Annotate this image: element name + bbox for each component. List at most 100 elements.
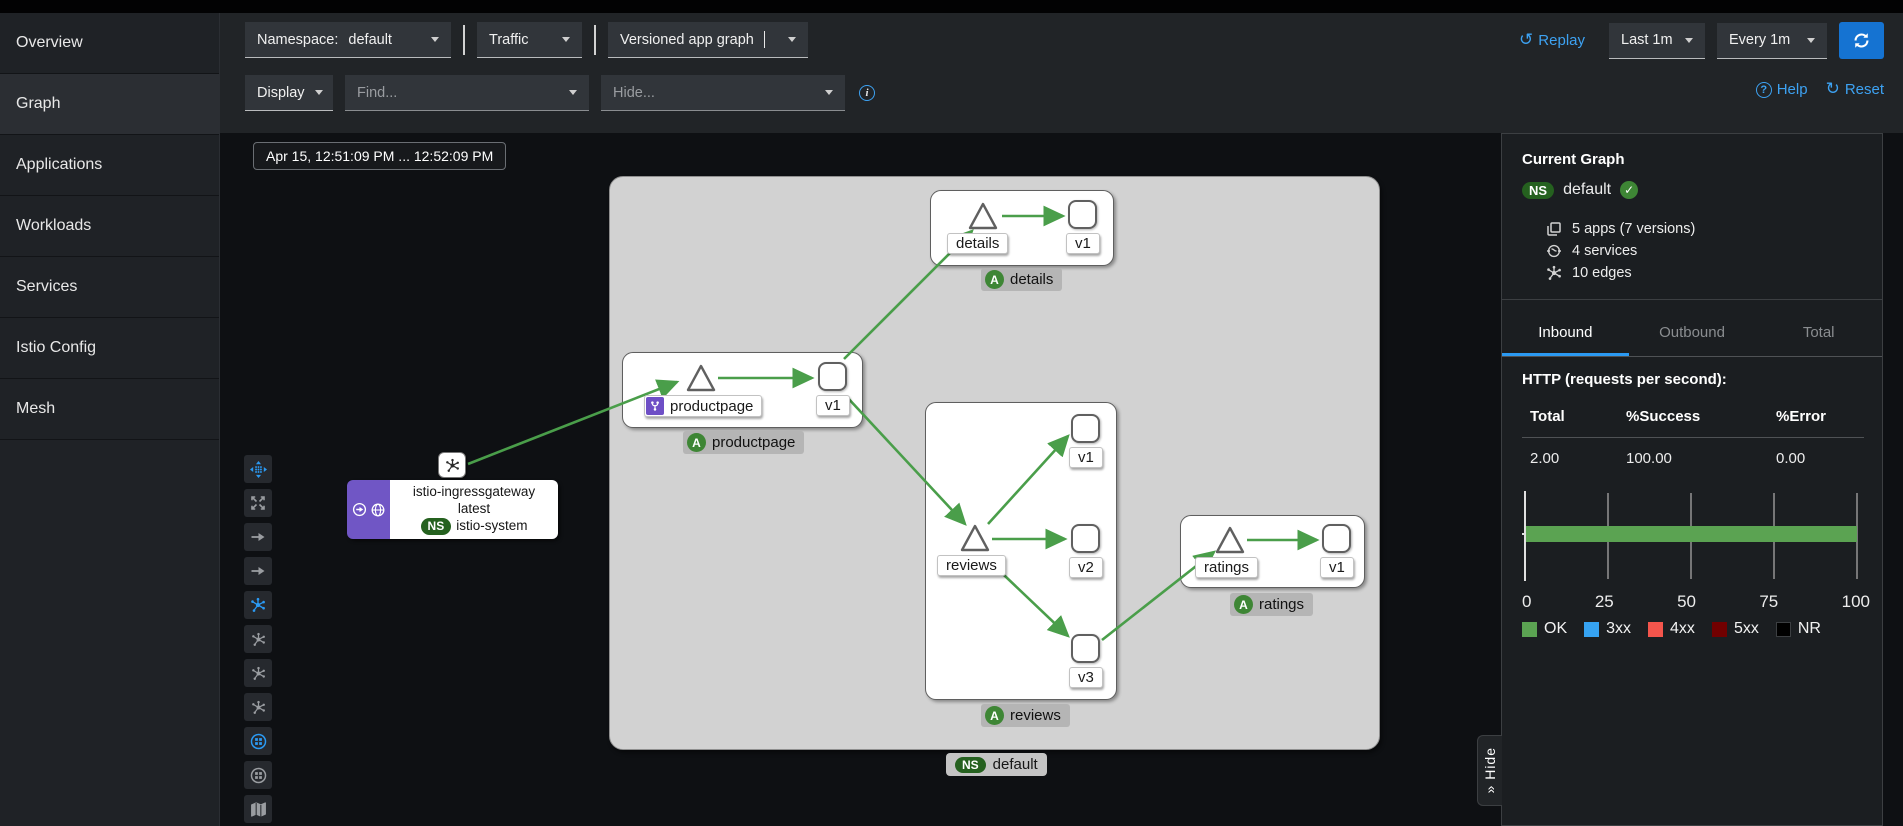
traffic-select[interactable]: Traffic: [477, 22, 582, 58]
arrow-right-icon: [251, 567, 265, 575]
service-label-details[interactable]: details: [947, 233, 1009, 254]
edges-icon: [1547, 265, 1561, 280]
x-tick: 0: [1522, 592, 1532, 611]
service-node-reviews[interactable]: [958, 522, 992, 554]
version-label-reviews-v1[interactable]: v1: [1069, 447, 1103, 468]
version-label-reviews-v3[interactable]: v3: [1069, 667, 1103, 688]
version-label-ratings-v1[interactable]: v1: [1320, 557, 1354, 578]
app-badge-label: productpage: [712, 434, 796, 451]
legend-swatch: [1522, 621, 1537, 637]
graph-stats: 5 apps (7 versions) 4 services: [1546, 221, 1862, 281]
app-badge-details[interactable]: A details: [981, 268, 1063, 291]
sync-icon: [1854, 33, 1869, 48]
duration-select[interactable]: Last 1m: [1609, 22, 1705, 59]
graph-hub-icon: [251, 632, 265, 646]
graph-type-select-value: Versioned app graph: [620, 31, 754, 48]
app-badge-label: ratings: [1259, 596, 1305, 613]
namespace-select[interactable]: Namespace: default: [245, 22, 451, 58]
panel-namespace-name: default: [1563, 181, 1612, 198]
chevron-down-icon: [1807, 37, 1815, 43]
x-tick: 25: [1594, 592, 1614, 611]
tab-outbound[interactable]: Outbound: [1659, 324, 1725, 341]
chevron-down-icon: [314, 90, 323, 95]
service-node-productpage[interactable]: [684, 362, 718, 394]
istio-ingressgateway-node[interactable]: istio-ingressgateway latest NS istio-sys…: [347, 480, 558, 539]
edge-arrow-button-2[interactable]: [244, 557, 272, 585]
layout-button-3[interactable]: [244, 659, 272, 687]
app-badge-label: details: [1010, 271, 1054, 288]
map-icon: [250, 801, 266, 817]
service-node-details[interactable]: [966, 200, 1000, 232]
service-label-ratings[interactable]: ratings: [1195, 557, 1259, 578]
toolbar-row-2-right: ? Help ↻ Reset: [1755, 81, 1884, 99]
check-circle-icon: ✓: [1620, 181, 1639, 199]
help-label: Help: [1776, 81, 1808, 98]
display-select[interactable]: Display: [245, 75, 333, 111]
layout-button-1[interactable]: [244, 591, 272, 619]
pan-mode-button[interactable]: [244, 455, 272, 483]
gateway-hub-node[interactable]: [438, 452, 466, 478]
graph-type-select[interactable]: Versioned app graph: [608, 22, 808, 58]
legend-item-ok: OK: [1522, 620, 1567, 638]
sidebar-item-services[interactable]: Services: [0, 257, 219, 318]
workload-node-ratings-v1[interactable]: [1322, 524, 1351, 553]
app-badge-ratings[interactable]: A ratings: [1230, 593, 1314, 616]
column-header: %Error: [1776, 408, 1827, 425]
help-link[interactable]: ? Help: [1755, 81, 1808, 98]
service-node-ratings[interactable]: [1213, 524, 1247, 556]
sidebar-item-workloads[interactable]: Workloads: [0, 196, 219, 257]
layout-button-4[interactable]: [244, 693, 272, 721]
service-label-productpage[interactable]: productpage: [644, 395, 763, 417]
namespace-layout-button-1[interactable]: [244, 727, 272, 755]
app-badge-reviews[interactable]: A reviews: [981, 704, 1070, 727]
refresh-interval-select[interactable]: Every 1m: [1717, 22, 1827, 59]
edge-arrow-button-1[interactable]: [244, 523, 272, 551]
traffic-select-label: Traffic: [489, 31, 529, 48]
gateway-name: istio-ingressgateway: [412, 484, 536, 500]
version-label-productpage-v1[interactable]: v1: [816, 395, 850, 416]
replay-link[interactable]: ↺ Replay: [1519, 32, 1585, 50]
graph-hub-icon: [445, 458, 459, 472]
service-icon: [1547, 244, 1561, 258]
version-label-details-v1[interactable]: v1: [1066, 233, 1100, 254]
app-badge-productpage[interactable]: A productpage: [683, 431, 805, 454]
sidebar-item-overview[interactable]: Overview: [0, 13, 219, 74]
chevron-down-icon: [562, 37, 570, 42]
workload-node-details-v1[interactable]: [1068, 200, 1097, 229]
service-label-text: productpage: [670, 397, 754, 415]
info-icon[interactable]: i: [859, 85, 875, 101]
zoom-to-fit-button[interactable]: [244, 489, 272, 517]
minimap-button[interactable]: [244, 795, 272, 823]
namespace-layout-button-2[interactable]: [244, 761, 272, 789]
reset-link[interactable]: ↻ Reset: [1826, 81, 1884, 99]
namespace-box-label[interactable]: NS default: [946, 753, 1047, 776]
panel-namespace-row: NS default ✓: [1522, 181, 1862, 199]
workload-node-reviews-v2[interactable]: [1071, 524, 1100, 553]
workload-node-reviews-v1[interactable]: [1071, 414, 1100, 443]
circled-grid-icon: [250, 767, 266, 783]
layout-button-2[interactable]: [244, 625, 272, 653]
refresh-button[interactable]: [1839, 22, 1884, 59]
replay-label: Replay: [1538, 32, 1585, 49]
service-label-reviews[interactable]: reviews: [937, 555, 1006, 576]
sidebar-item-applications[interactable]: Applications: [0, 135, 219, 196]
tab-total[interactable]: Total: [1802, 324, 1835, 341]
workload-node-reviews-v3[interactable]: [1071, 634, 1100, 663]
graph-control-rail: [244, 455, 272, 823]
namespace-box-name: default: [992, 756, 1038, 773]
legend-label: OK: [1544, 620, 1568, 637]
sidebar-item-mesh[interactable]: Mesh: [0, 379, 219, 440]
gateway-badge-strip: [347, 480, 390, 539]
find-input[interactable]: [357, 84, 527, 101]
tab-inbound[interactable]: Inbound: [1502, 314, 1629, 356]
graph-hub-icon: [251, 597, 265, 612]
chart-legend: OK 3xx 4xx 5xx NR: [1522, 620, 1862, 638]
graph-time-range-badge: Apr 15, 12:51:09 PM ... 12:52:09 PM: [253, 142, 507, 170]
hide-panel-button[interactable]: » Hide: [1477, 735, 1502, 806]
sidebar-item-graph[interactable]: Graph: [0, 74, 219, 135]
sidebar-item-istio-config[interactable]: Istio Config: [0, 318, 219, 379]
hide-input[interactable]: [613, 84, 783, 101]
version-label-reviews-v2[interactable]: v2: [1069, 557, 1103, 578]
workload-node-productpage-v1[interactable]: [818, 362, 847, 391]
arrow-right-icon: [251, 533, 265, 541]
